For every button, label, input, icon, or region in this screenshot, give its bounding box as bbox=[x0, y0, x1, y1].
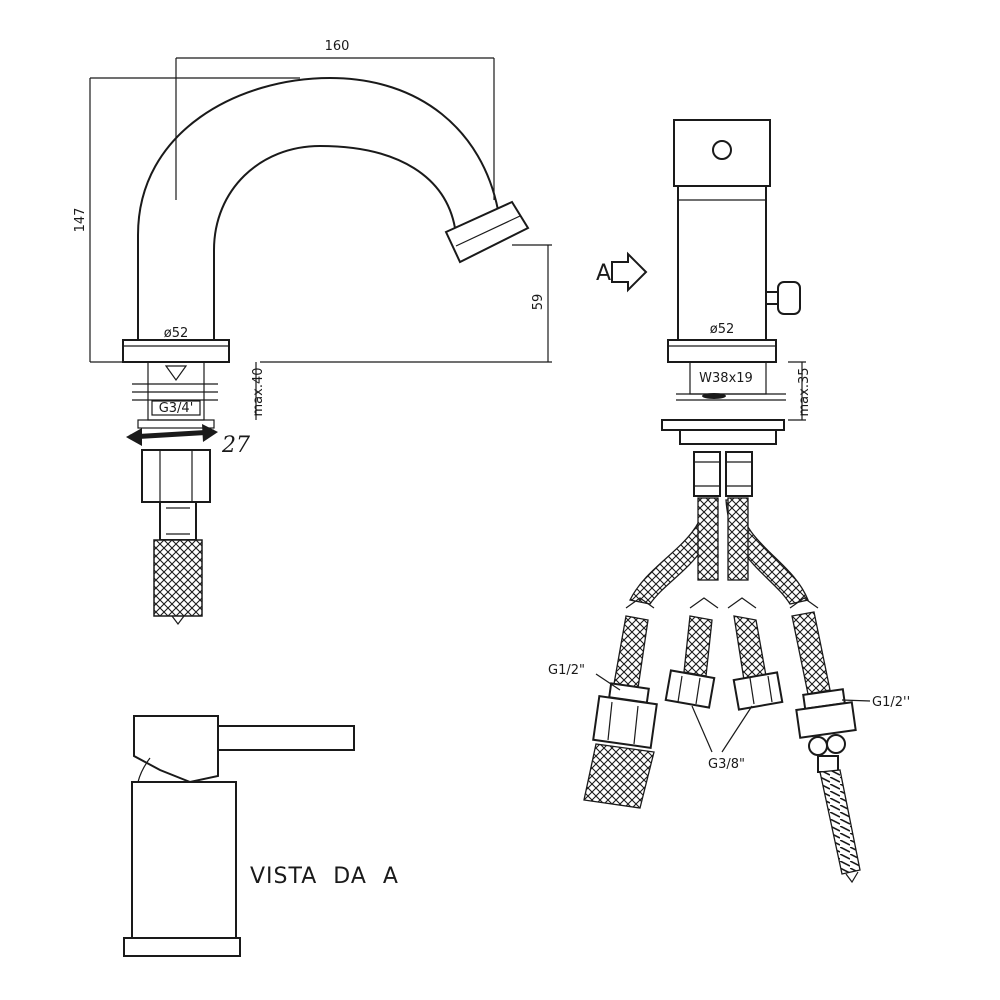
view-marker-letter: A bbox=[596, 261, 611, 286]
svg-text:G1/2": G1/2" bbox=[548, 663, 585, 678]
height-dimension: 147 bbox=[73, 78, 91, 362]
spout-height-label: 59 bbox=[531, 294, 546, 311]
handle-screw bbox=[712, 140, 732, 160]
spout-body bbox=[137, 76, 500, 340]
wrench-size-annotation: 27 bbox=[126, 424, 250, 458]
width-dimension: 160 bbox=[176, 39, 494, 59]
base-diameter-label-right: ø52 bbox=[710, 322, 735, 337]
base-flange-right bbox=[667, 339, 777, 363]
wrench-size-label: 27 bbox=[221, 433, 250, 458]
side-body bbox=[131, 781, 237, 939]
popup-knob bbox=[765, 291, 779, 305]
base-flange bbox=[122, 339, 230, 363]
side-view: 160 147 59 ø52 G3/4' bbox=[73, 39, 552, 625]
hose-branch-inner-right bbox=[727, 497, 749, 581]
side-base bbox=[123, 937, 241, 957]
fitting-label-left: G1/2" bbox=[548, 663, 621, 691]
mixer-body bbox=[677, 185, 767, 341]
thread-label-right: W38x19 bbox=[699, 371, 753, 386]
max-dimension-right: max.35 bbox=[788, 361, 812, 421]
lever-rod bbox=[217, 725, 355, 751]
svg-text:G1/2'': G1/2'' bbox=[872, 695, 910, 710]
front-view: A ø52 W38x19 max.35 bbox=[548, 119, 910, 884]
view-caption: VISTA DA A bbox=[250, 864, 399, 889]
base-diameter-label-left: ø52 bbox=[164, 326, 189, 341]
hollow-right-arrow-icon bbox=[611, 251, 648, 293]
fitting-label-right: G1/2'' bbox=[841, 695, 910, 710]
max-label-left: max.40 bbox=[251, 368, 266, 417]
hose-branch-inner-left bbox=[697, 497, 719, 581]
hose-center-left bbox=[664, 615, 716, 709]
max-label-right: max.35 bbox=[797, 368, 812, 417]
lever-handle bbox=[673, 119, 771, 187]
coil-hose bbox=[819, 769, 861, 875]
thread-label-left: G3/4' bbox=[159, 401, 194, 416]
braided-hose-left bbox=[153, 539, 203, 617]
fitting-label-center: G3/8" bbox=[691, 705, 753, 772]
threaded-shank: G3/4' bbox=[132, 361, 218, 429]
view-marker: A bbox=[596, 251, 648, 293]
view-from-a: VISTA DA A bbox=[123, 715, 399, 957]
lever-side bbox=[133, 715, 219, 784]
width-dimension-label: 160 bbox=[325, 39, 350, 54]
hose-outer-right bbox=[791, 611, 861, 884]
height-dimension-label: 147 bbox=[73, 208, 88, 233]
hose-center-right bbox=[732, 615, 784, 711]
max-dimension-left: max.40 bbox=[251, 362, 266, 420]
hose-outer-left bbox=[583, 615, 658, 809]
svg-text:G3/8": G3/8" bbox=[708, 757, 745, 772]
spout-height-dimension: 59 bbox=[531, 245, 549, 362]
hex-nut bbox=[141, 449, 211, 503]
